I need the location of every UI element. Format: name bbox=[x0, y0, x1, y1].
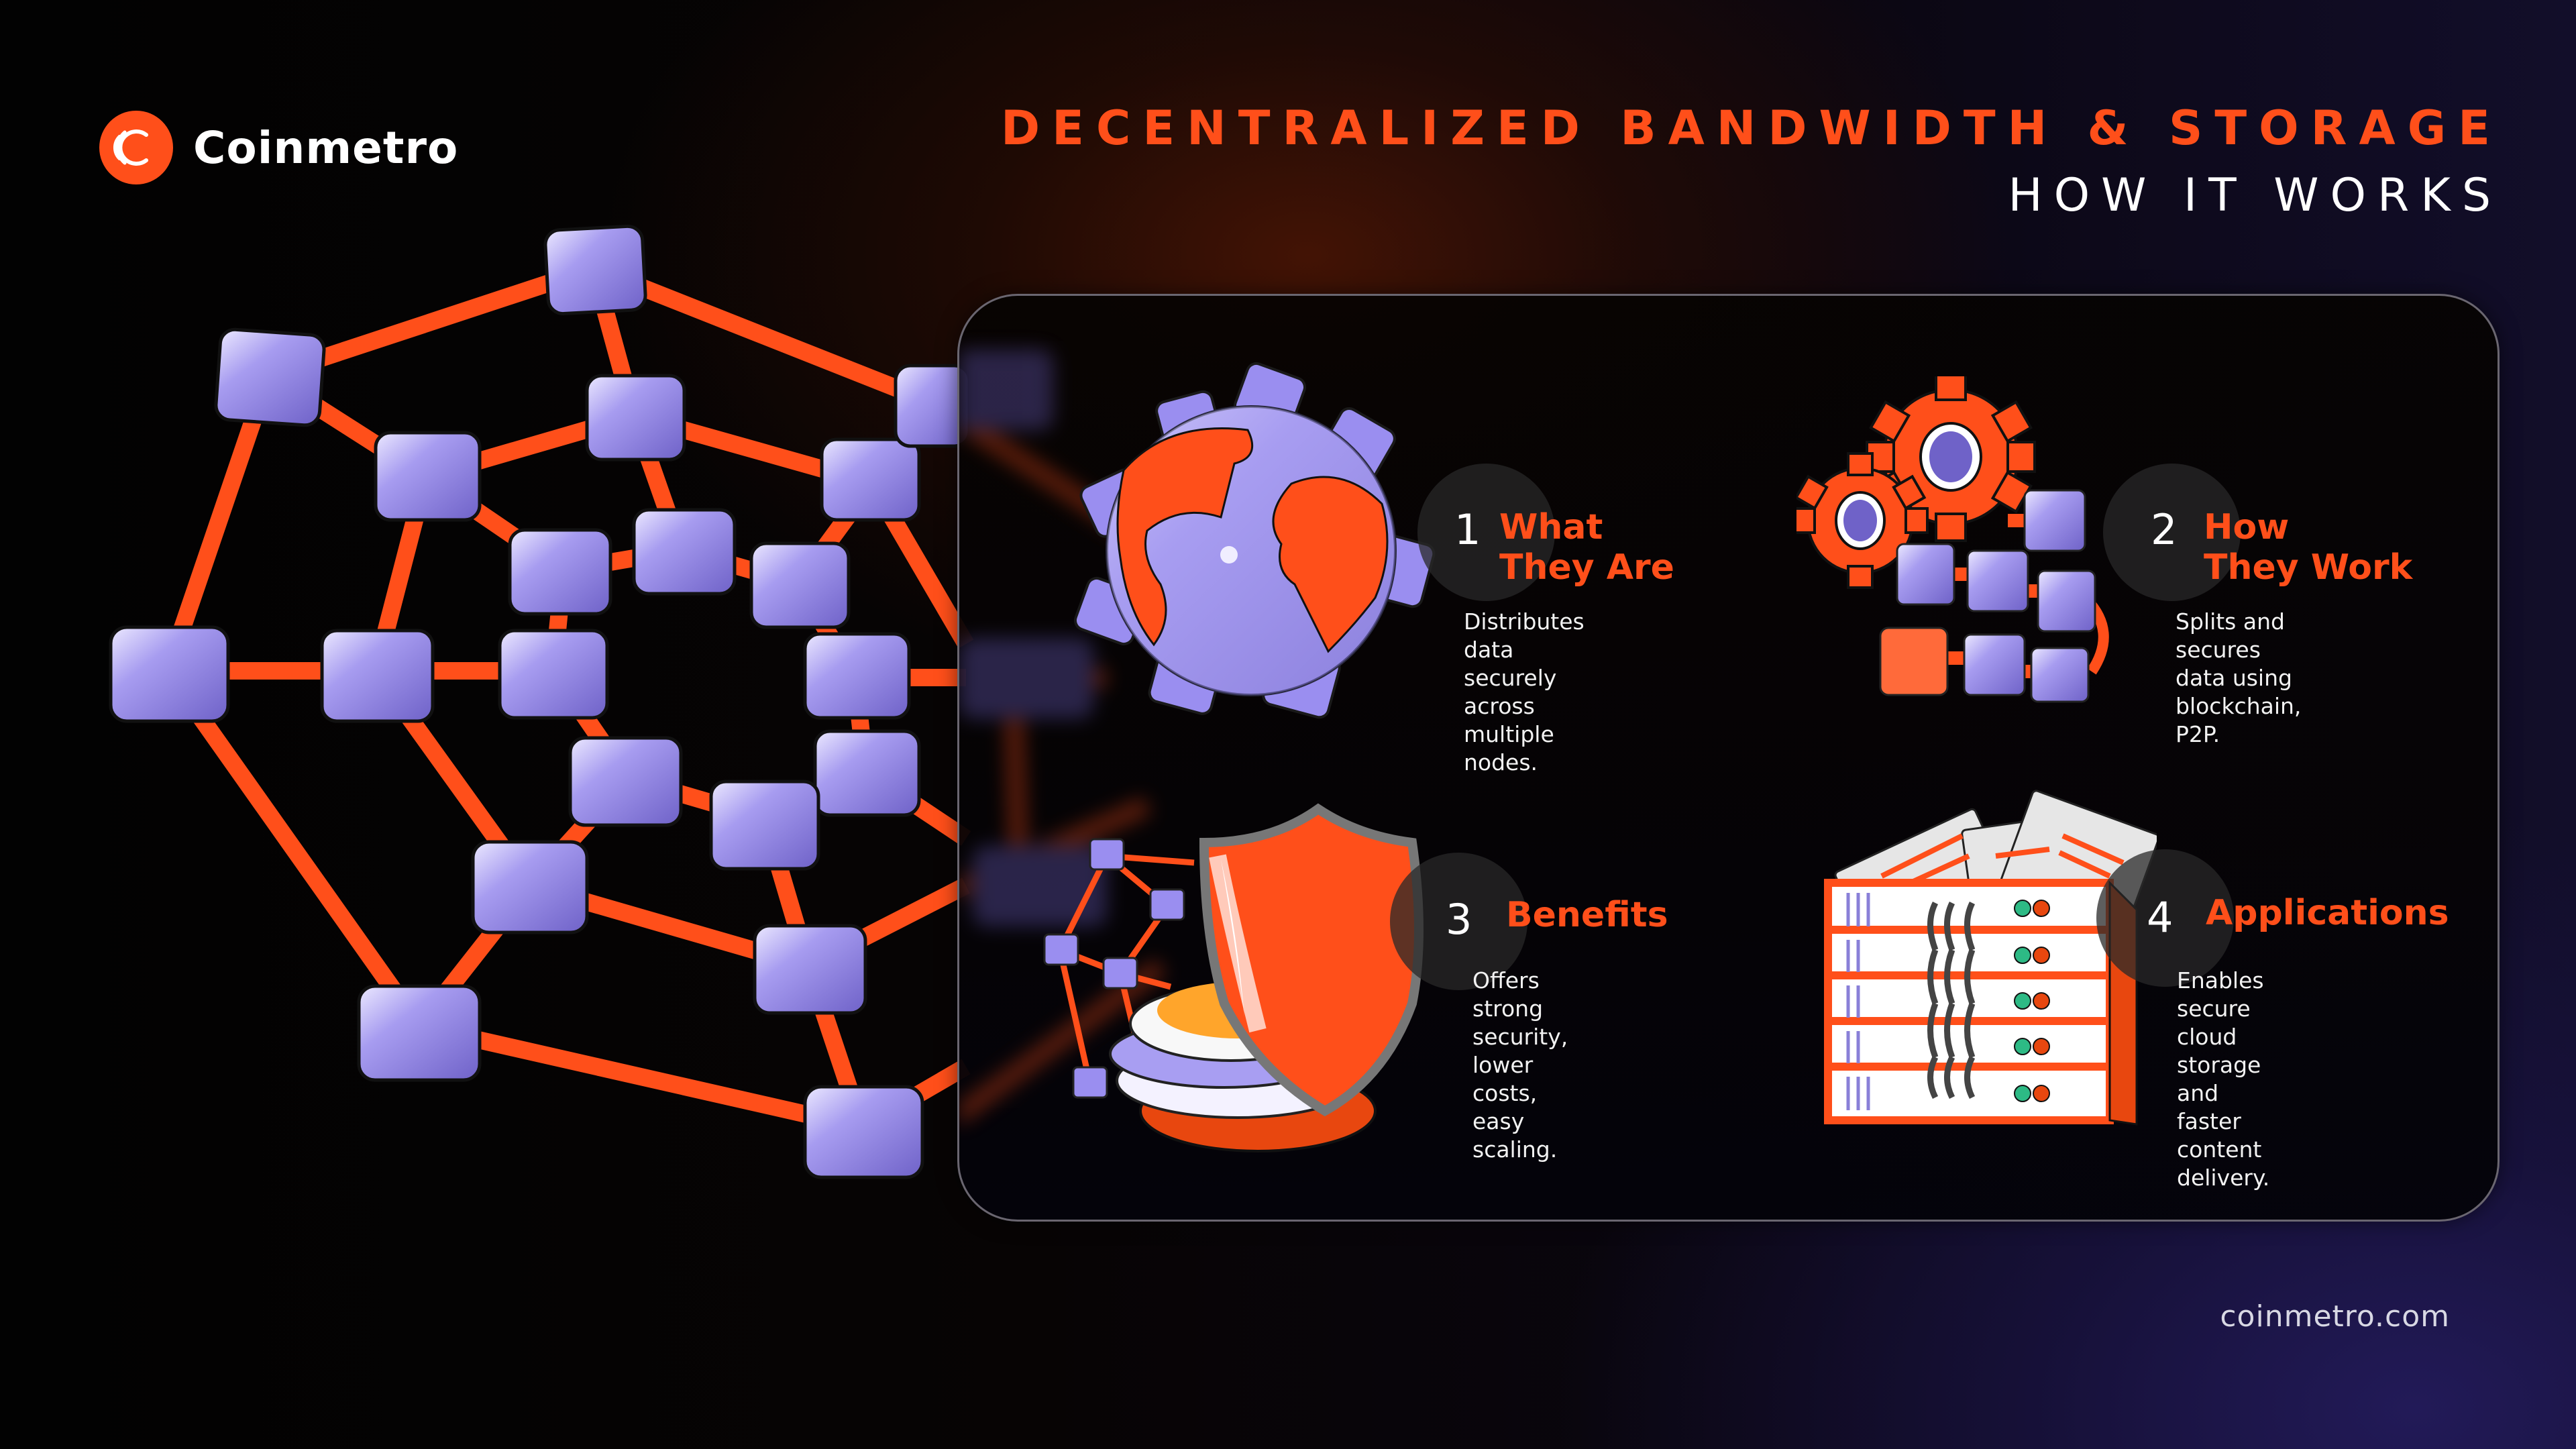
info-card: 1 What They Are Distributes data securel… bbox=[957, 294, 2500, 1222]
item-number: 3 bbox=[1446, 895, 1472, 944]
item-title: Applications bbox=[2206, 893, 2449, 933]
number-badge-4 bbox=[2096, 849, 2234, 987]
page-title: DECENTRALIZED BANDWIDTH & STORAGE bbox=[1001, 101, 2502, 156]
item-title: What They Are bbox=[1499, 507, 1674, 588]
coinmetro-c-logo-icon bbox=[99, 111, 173, 184]
item-number: 1 bbox=[1454, 505, 1481, 554]
gears-and-block-chain-icon bbox=[1796, 376, 2109, 703]
number-badge-3 bbox=[1390, 853, 1527, 990]
item-number: 4 bbox=[2147, 893, 2174, 942]
blurred-lattice-background bbox=[959, 350, 1167, 1126]
brand-logo: Coinmetro bbox=[99, 111, 458, 184]
item-description: Splits and secures data using blockchain… bbox=[2176, 608, 2302, 747]
server-rack-documents-icon bbox=[1824, 790, 2157, 1126]
number-badge-1 bbox=[1417, 464, 1555, 601]
item-description: Offers strong security, lower costs, eas… bbox=[1472, 967, 1568, 1163]
item-description: Distributes data securely across multipl… bbox=[1464, 608, 1585, 775]
brand-name: Coinmetro bbox=[193, 121, 459, 174]
item-number: 2 bbox=[2151, 505, 2178, 554]
item-title: Benefits bbox=[1506, 895, 1668, 935]
shield-coins-network-icon bbox=[1043, 803, 1424, 1152]
website-link[interactable]: coinmetro.com bbox=[2220, 1299, 2450, 1334]
item-description: Enables secure cloud storage and faster … bbox=[2177, 967, 2270, 1191]
globe-with-cubes-icon bbox=[1073, 362, 1436, 719]
number-badge-2 bbox=[2103, 464, 2241, 601]
item-title: How They Work bbox=[2204, 507, 2413, 588]
page-subtitle: HOW IT WORKS bbox=[2008, 169, 2502, 222]
